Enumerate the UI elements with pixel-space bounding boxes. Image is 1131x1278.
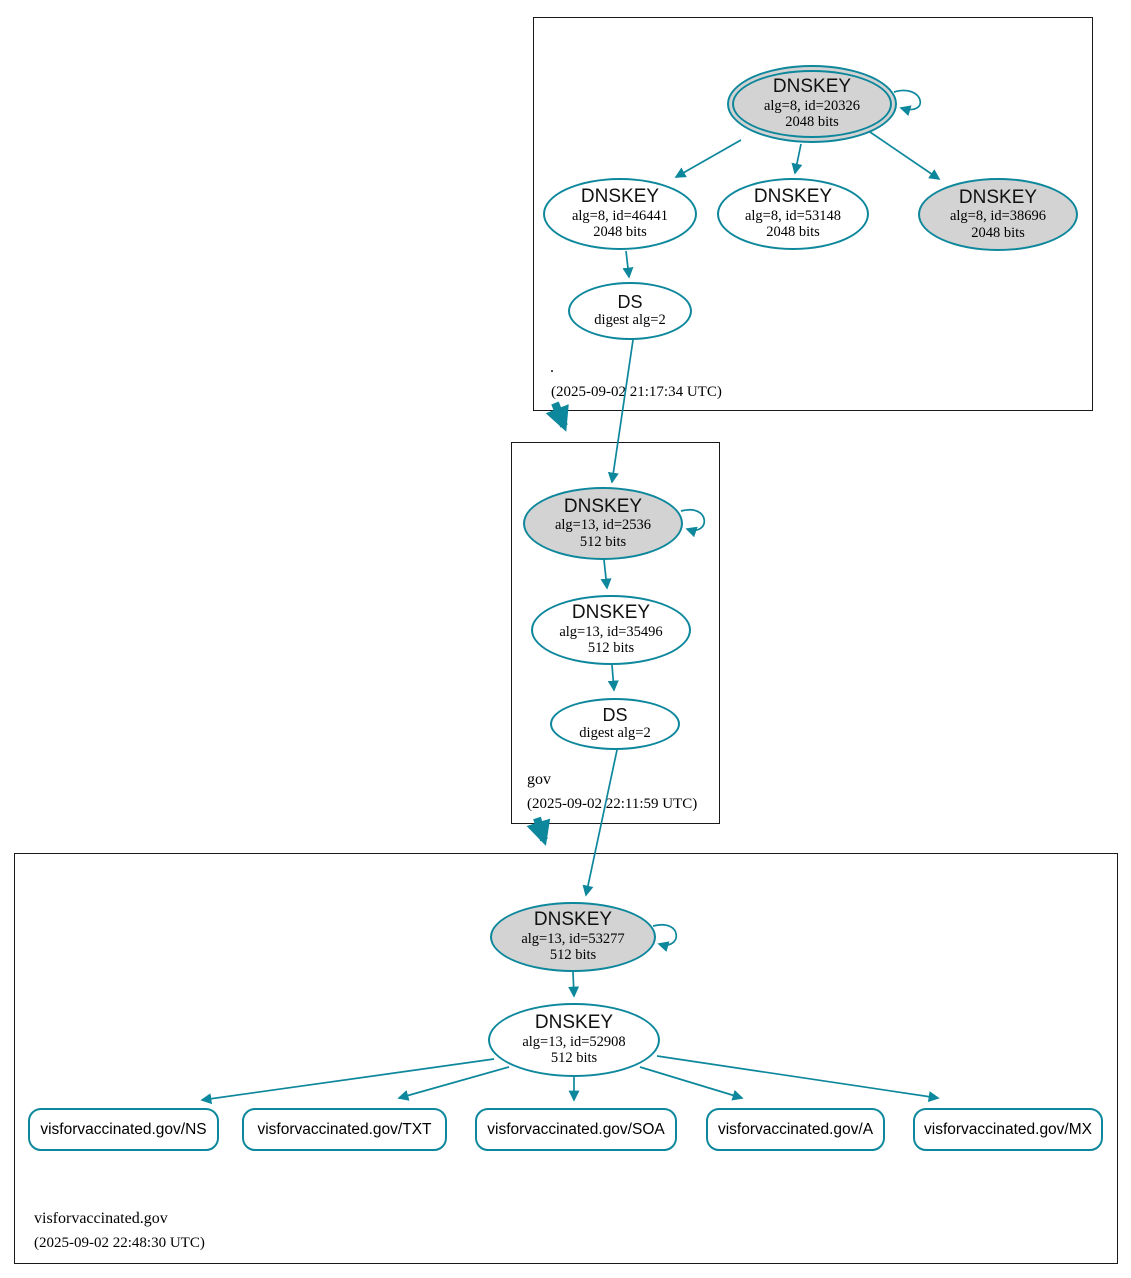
node-vfv-ksk-dnskey-53277[interactable]: DNSKEY alg=13, id=53277 512 bits [490,902,656,972]
node-detail: 512 bits [550,1050,598,1067]
node-title: DNSKEY [580,186,660,208]
rrset-visforvaccinated-gov-ns[interactable]: visforvaccinated.gov/NS [28,1108,219,1151]
node-detail: 2048 bits [766,224,820,241]
zone-name-gov: gov [527,771,551,788]
node-detail: digest alg=2 [579,725,651,742]
node-title: DNSKEY [571,602,651,624]
node-gov-ds[interactable]: DS digest alg=2 [550,698,680,750]
node-title: DNSKEY [534,1012,614,1034]
zone-timestamp-visforvaccinated-gov: (2025-09-02 22:48:30 UTC) [34,1235,205,1251]
zone-name-visforvaccinated-gov: visforvaccinated.gov [34,1210,168,1227]
node-root-ksk-dnskey-20326[interactable]: DNSKEY alg=8, id=20326 2048 bits [727,65,897,143]
node-detail: alg=13, id=2536 [554,517,652,534]
node-detail: alg=8, id=46441 [571,207,669,224]
node-detail: 512 bits [549,947,597,964]
node-detail: alg=13, id=35496 [559,623,663,640]
node-detail: 2048 bits [785,114,839,131]
zone-name-root: . [550,359,554,376]
zone-timestamp-root: (2025-09-02 21:17:34 UTC) [551,384,722,400]
node-root-dnskey-38696[interactable]: DNSKEY alg=8, id=38696 2048 bits [918,178,1078,251]
node-title: DNSKEY [772,76,852,98]
rrset-visforvaccinated-gov-mx[interactable]: visforvaccinated.gov/MX [913,1108,1103,1151]
rrset-visforvaccinated-gov-a[interactable]: visforvaccinated.gov/A [706,1108,885,1151]
node-detail: alg=13, id=53277 [521,930,625,947]
node-detail: 2048 bits [593,224,647,241]
node-detail: 512 bits [587,640,635,657]
node-root-ds[interactable]: DS digest alg=2 [568,282,692,340]
node-root-dnskey-53148[interactable]: DNSKEY alg=8, id=53148 2048 bits [717,178,869,250]
zone-box-root: . (2025-09-02 21:17:34 UTC) [533,17,1093,411]
node-detail: alg=13, id=52908 [522,1033,626,1050]
zone-box-visforvaccinated-gov: visforvaccinated.gov (2025-09-02 22:48:3… [14,853,1118,1264]
node-detail: 2048 bits [971,224,1025,241]
node-title: DS [602,704,628,725]
node-title: DNSKEY [958,186,1038,208]
node-root-dnskey-46441[interactable]: DNSKEY alg=8, id=46441 2048 bits [543,178,697,250]
node-detail: alg=8, id=53148 [744,207,842,224]
node-gov-ksk-dnskey-2536[interactable]: DNSKEY alg=13, id=2536 512 bits [523,487,683,560]
node-detail: alg=8, id=38696 [949,208,1047,225]
node-vfv-dnskey-52908[interactable]: DNSKEY alg=13, id=52908 512 bits [488,1003,660,1077]
zone-timestamp-gov: (2025-09-02 22:11:59 UTC) [527,796,698,812]
node-title: DNSKEY [753,186,833,208]
node-title: DS [617,291,643,312]
rrset-visforvaccinated-gov-soa[interactable]: visforvaccinated.gov/SOA [475,1108,677,1151]
node-gov-dnskey-35496[interactable]: DNSKEY alg=13, id=35496 512 bits [531,595,691,665]
node-title: DNSKEY [563,495,643,517]
node-detail: digest alg=2 [594,312,666,329]
node-title: DNSKEY [533,909,613,931]
node-detail: 512 bits [579,533,627,550]
rrset-visforvaccinated-gov-txt[interactable]: visforvaccinated.gov/TXT [242,1108,447,1151]
node-detail: alg=8, id=20326 [763,97,861,114]
